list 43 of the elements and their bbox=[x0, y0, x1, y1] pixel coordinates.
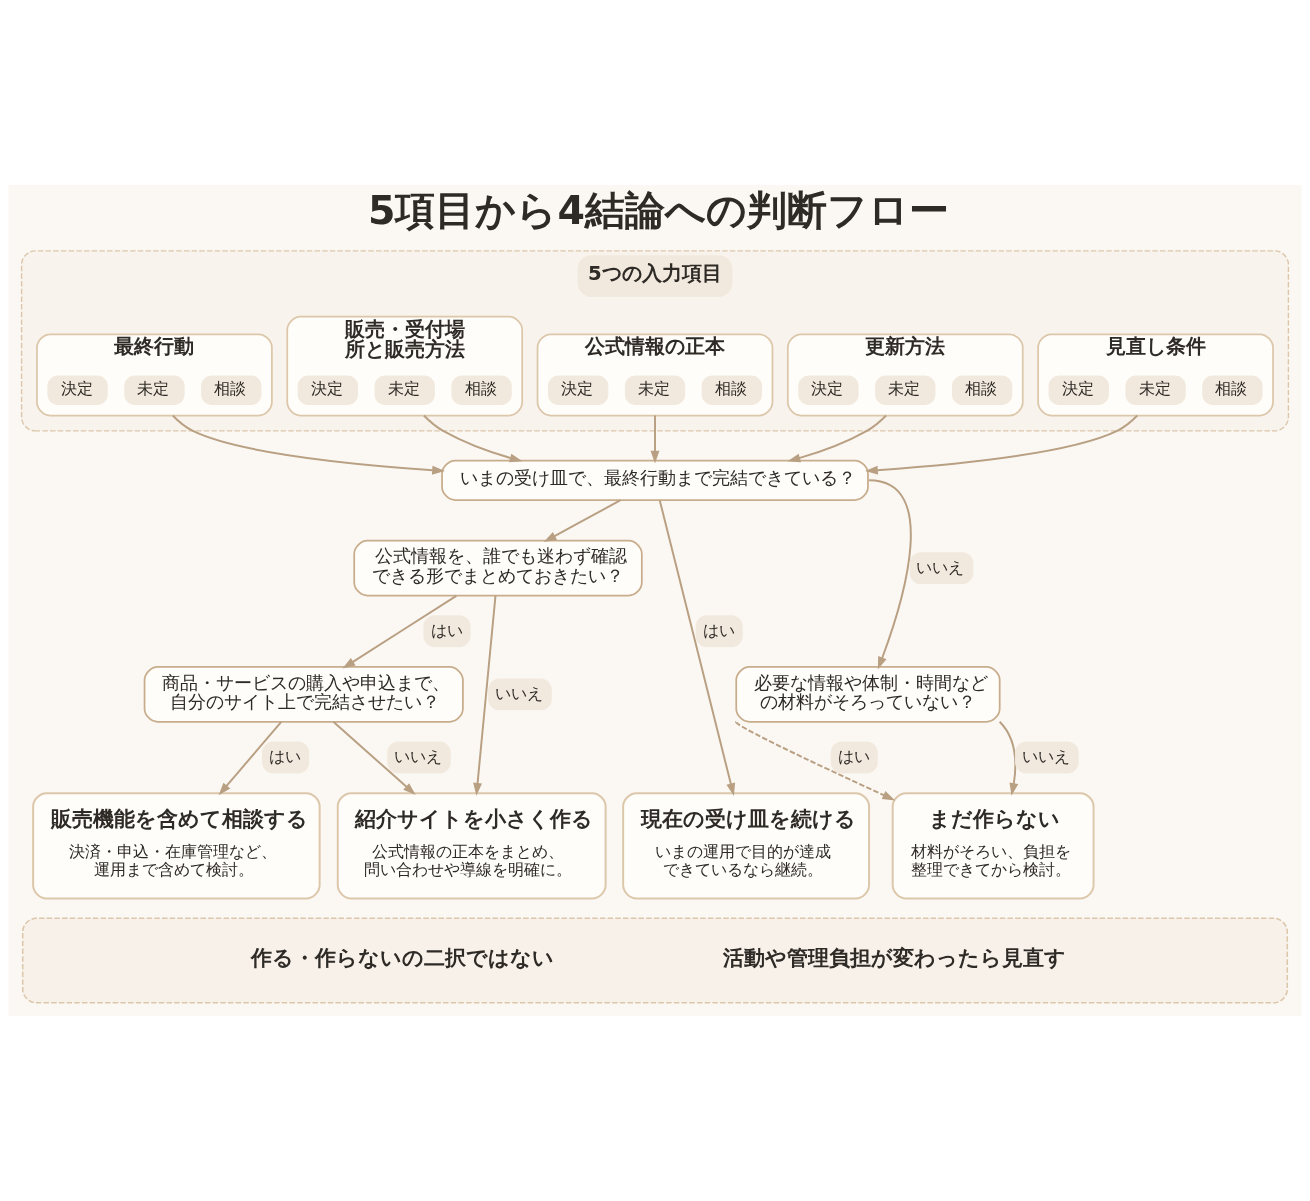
node-box: いまの受け皿で、最終行動まで完結できている？ bbox=[441, 459, 869, 501]
node-box: 現在の受け皿を続ける いまの運用で目的が達成できているなら継続。 bbox=[622, 792, 871, 900]
diagram-title: 5項目から4結論への判断フロー bbox=[367, 187, 949, 234]
edge-label: はい bbox=[702, 620, 735, 640]
node-box: 未定 bbox=[875, 375, 936, 406]
node-box: 決定 bbox=[297, 375, 359, 406]
node-box: 商品・サービスの購入や申込まで、自分のサイト上で完結させたい？ bbox=[143, 666, 464, 723]
arrow bbox=[868, 479, 912, 670]
node-box: 決定 bbox=[547, 375, 609, 406]
node-box: 公式情報を、誰でも迷わず確認できる形でまとめておきたい？ bbox=[353, 539, 643, 597]
arrow bbox=[650, 414, 660, 464]
node-box: 必要な情報や体制・時間などの材料がそろっていない？ bbox=[735, 666, 1001, 723]
node-box: 販売機能を含めて相談する 決済・申込・在庫管理など、運用まで含めて検討。 bbox=[32, 792, 321, 900]
edge-label: いいえ bbox=[494, 683, 543, 703]
arrow bbox=[218, 720, 283, 796]
node-box: 未定 bbox=[124, 375, 185, 406]
arrow bbox=[543, 499, 622, 543]
arrow bbox=[735, 720, 896, 801]
edge-label: はい bbox=[269, 746, 302, 766]
edge-label: はい bbox=[430, 620, 463, 640]
node-box: 紹介サイトを小さく作る 公式情報の正本をまとめ、問い合わせや導線を明確に。 bbox=[336, 792, 607, 900]
node-box: まだ作らない 材料がそろい、負担を整理できてから検討。 bbox=[891, 792, 1095, 900]
arrow bbox=[473, 594, 497, 796]
arrow bbox=[658, 499, 736, 796]
arrow bbox=[332, 720, 416, 795]
edge-label: いいえ bbox=[1021, 746, 1070, 766]
node-box: 相談 bbox=[451, 375, 512, 406]
arrow bbox=[342, 594, 458, 669]
node-box: 決定 bbox=[798, 375, 859, 406]
edge-label: いいえ bbox=[916, 557, 965, 577]
node-box: 作る・作らないの二択ではない 活動や管理負担が変わったら見直す bbox=[21, 917, 1289, 1004]
node-box: 未定 bbox=[374, 375, 435, 406]
node-box: 決定 bbox=[1048, 375, 1109, 406]
node-box: 未定 bbox=[624, 375, 686, 406]
node-box: 相談 bbox=[701, 375, 763, 406]
node-box: 相談 bbox=[1202, 375, 1263, 406]
edge-label: はい bbox=[837, 746, 870, 766]
arrow bbox=[998, 720, 1019, 796]
node-box: 相談 bbox=[201, 375, 262, 406]
node-box: 未定 bbox=[1125, 375, 1186, 406]
node-box: 相談 bbox=[951, 375, 1013, 406]
edge-label: いいえ bbox=[393, 746, 442, 766]
node-box: 決定 bbox=[47, 375, 108, 406]
